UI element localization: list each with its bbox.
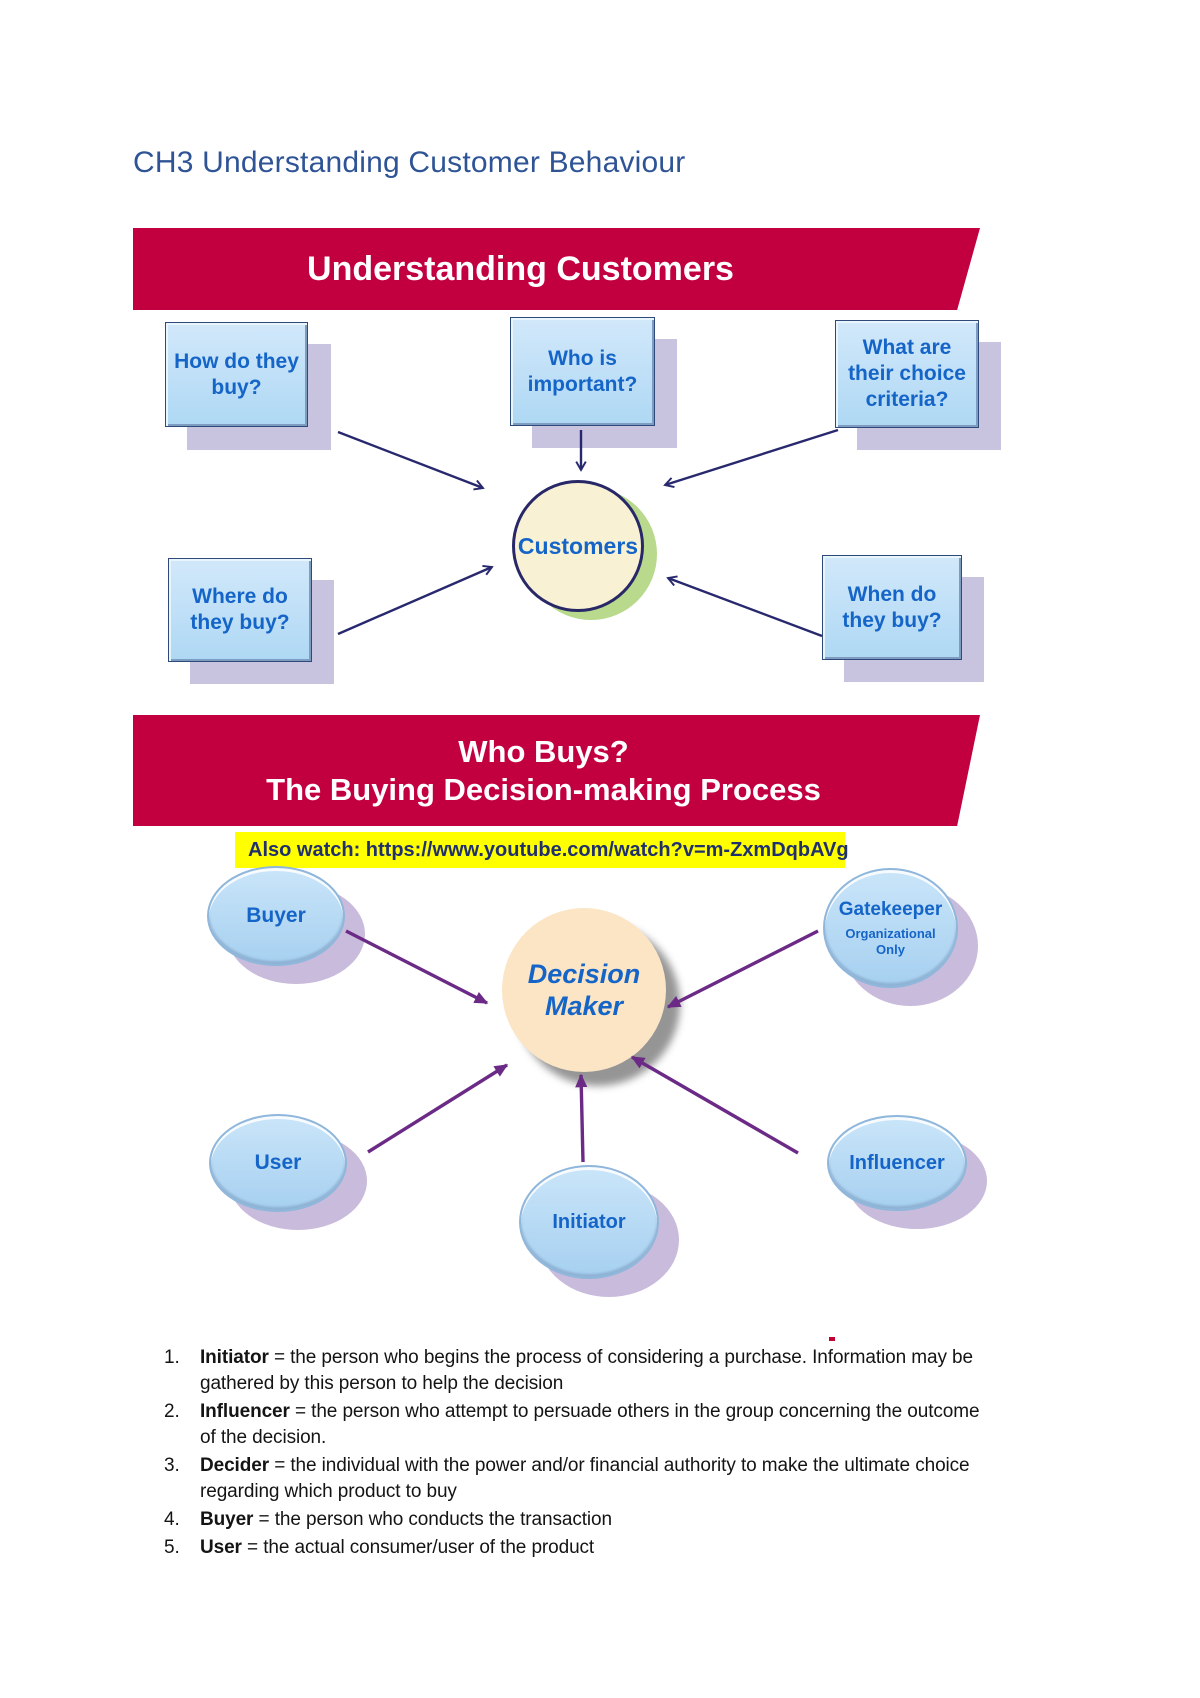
arrow-influencer-to-dm	[630, 1055, 799, 1155]
page-title: CH3 Understanding Customer Behaviour	[133, 146, 686, 179]
role-oval-initiator: Initiator	[519, 1165, 659, 1279]
slide1-banner-text: Understanding Customers	[307, 249, 734, 288]
question-box-choice-criteria: What are their choice criteria?	[835, 320, 979, 428]
question-box-who-is-important: Who is important?	[510, 317, 655, 426]
arrow-howdo-to-customers	[337, 430, 485, 491]
definition-item-decider: 3.Decider = the individual with the powe…	[164, 1455, 970, 1502]
arrow-gatekeeper-to-dm	[666, 929, 819, 1009]
decision-maker-line1: Decision	[527, 959, 641, 989]
definition-item-influencer: 2.Influencer = the person who attempt to…	[164, 1401, 980, 1448]
definition-item-user: 5.User = the actual consumer/user of the…	[164, 1537, 595, 1558]
slide1-banner: Understanding Customers	[133, 228, 980, 310]
slide2-banner: Who Buys? The Buying Decision-making Pro…	[133, 715, 980, 826]
definition-item-buyer: 4.Buyer = the person who conducts the tr…	[164, 1509, 612, 1530]
customers-circle: Customers	[512, 480, 644, 612]
arrow-initiator-to-dm	[575, 1073, 588, 1163]
slide2-banner-line1: Who Buys?	[458, 733, 629, 769]
definition-item-initiator: 1.Initiator = the person who begins the …	[164, 1347, 973, 1394]
arrow-whendo-to-customers	[666, 575, 823, 638]
decision-maker-line2: Maker	[544, 991, 624, 1021]
arrow-buyer-to-dm	[345, 929, 489, 1005]
arrow-wheredo-to-customers	[337, 564, 494, 636]
role-oval-gatekeeper: Gatekeeper Organizational Only	[823, 868, 958, 988]
role-oval-user: User	[209, 1114, 347, 1212]
definitions-list: 1.Initiator = the person who begins the …	[164, 1345, 994, 1563]
arrow-user-to-dm	[367, 1063, 509, 1154]
arrow-criteria-to-customers	[663, 428, 839, 488]
question-box-where-do-they-buy: Where do they buy?	[168, 558, 312, 662]
youtube-link-note: Also watch: https://www.youtube.com/watc…	[235, 832, 849, 868]
customers-label: Customers	[517, 532, 639, 559]
question-box-how-do-they-buy: How do they buy?	[165, 322, 308, 427]
role-oval-influencer: Influencer	[827, 1115, 967, 1211]
role-oval-buyer: Buyer	[207, 866, 345, 966]
stray-red-mark	[829, 1337, 835, 1341]
decision-maker-circle: Decision Maker	[502, 908, 666, 1072]
slide2-banner-line2: The Buying Decision-making Process	[266, 771, 821, 807]
question-box-when-do-they-buy: When do they buy?	[822, 555, 962, 660]
